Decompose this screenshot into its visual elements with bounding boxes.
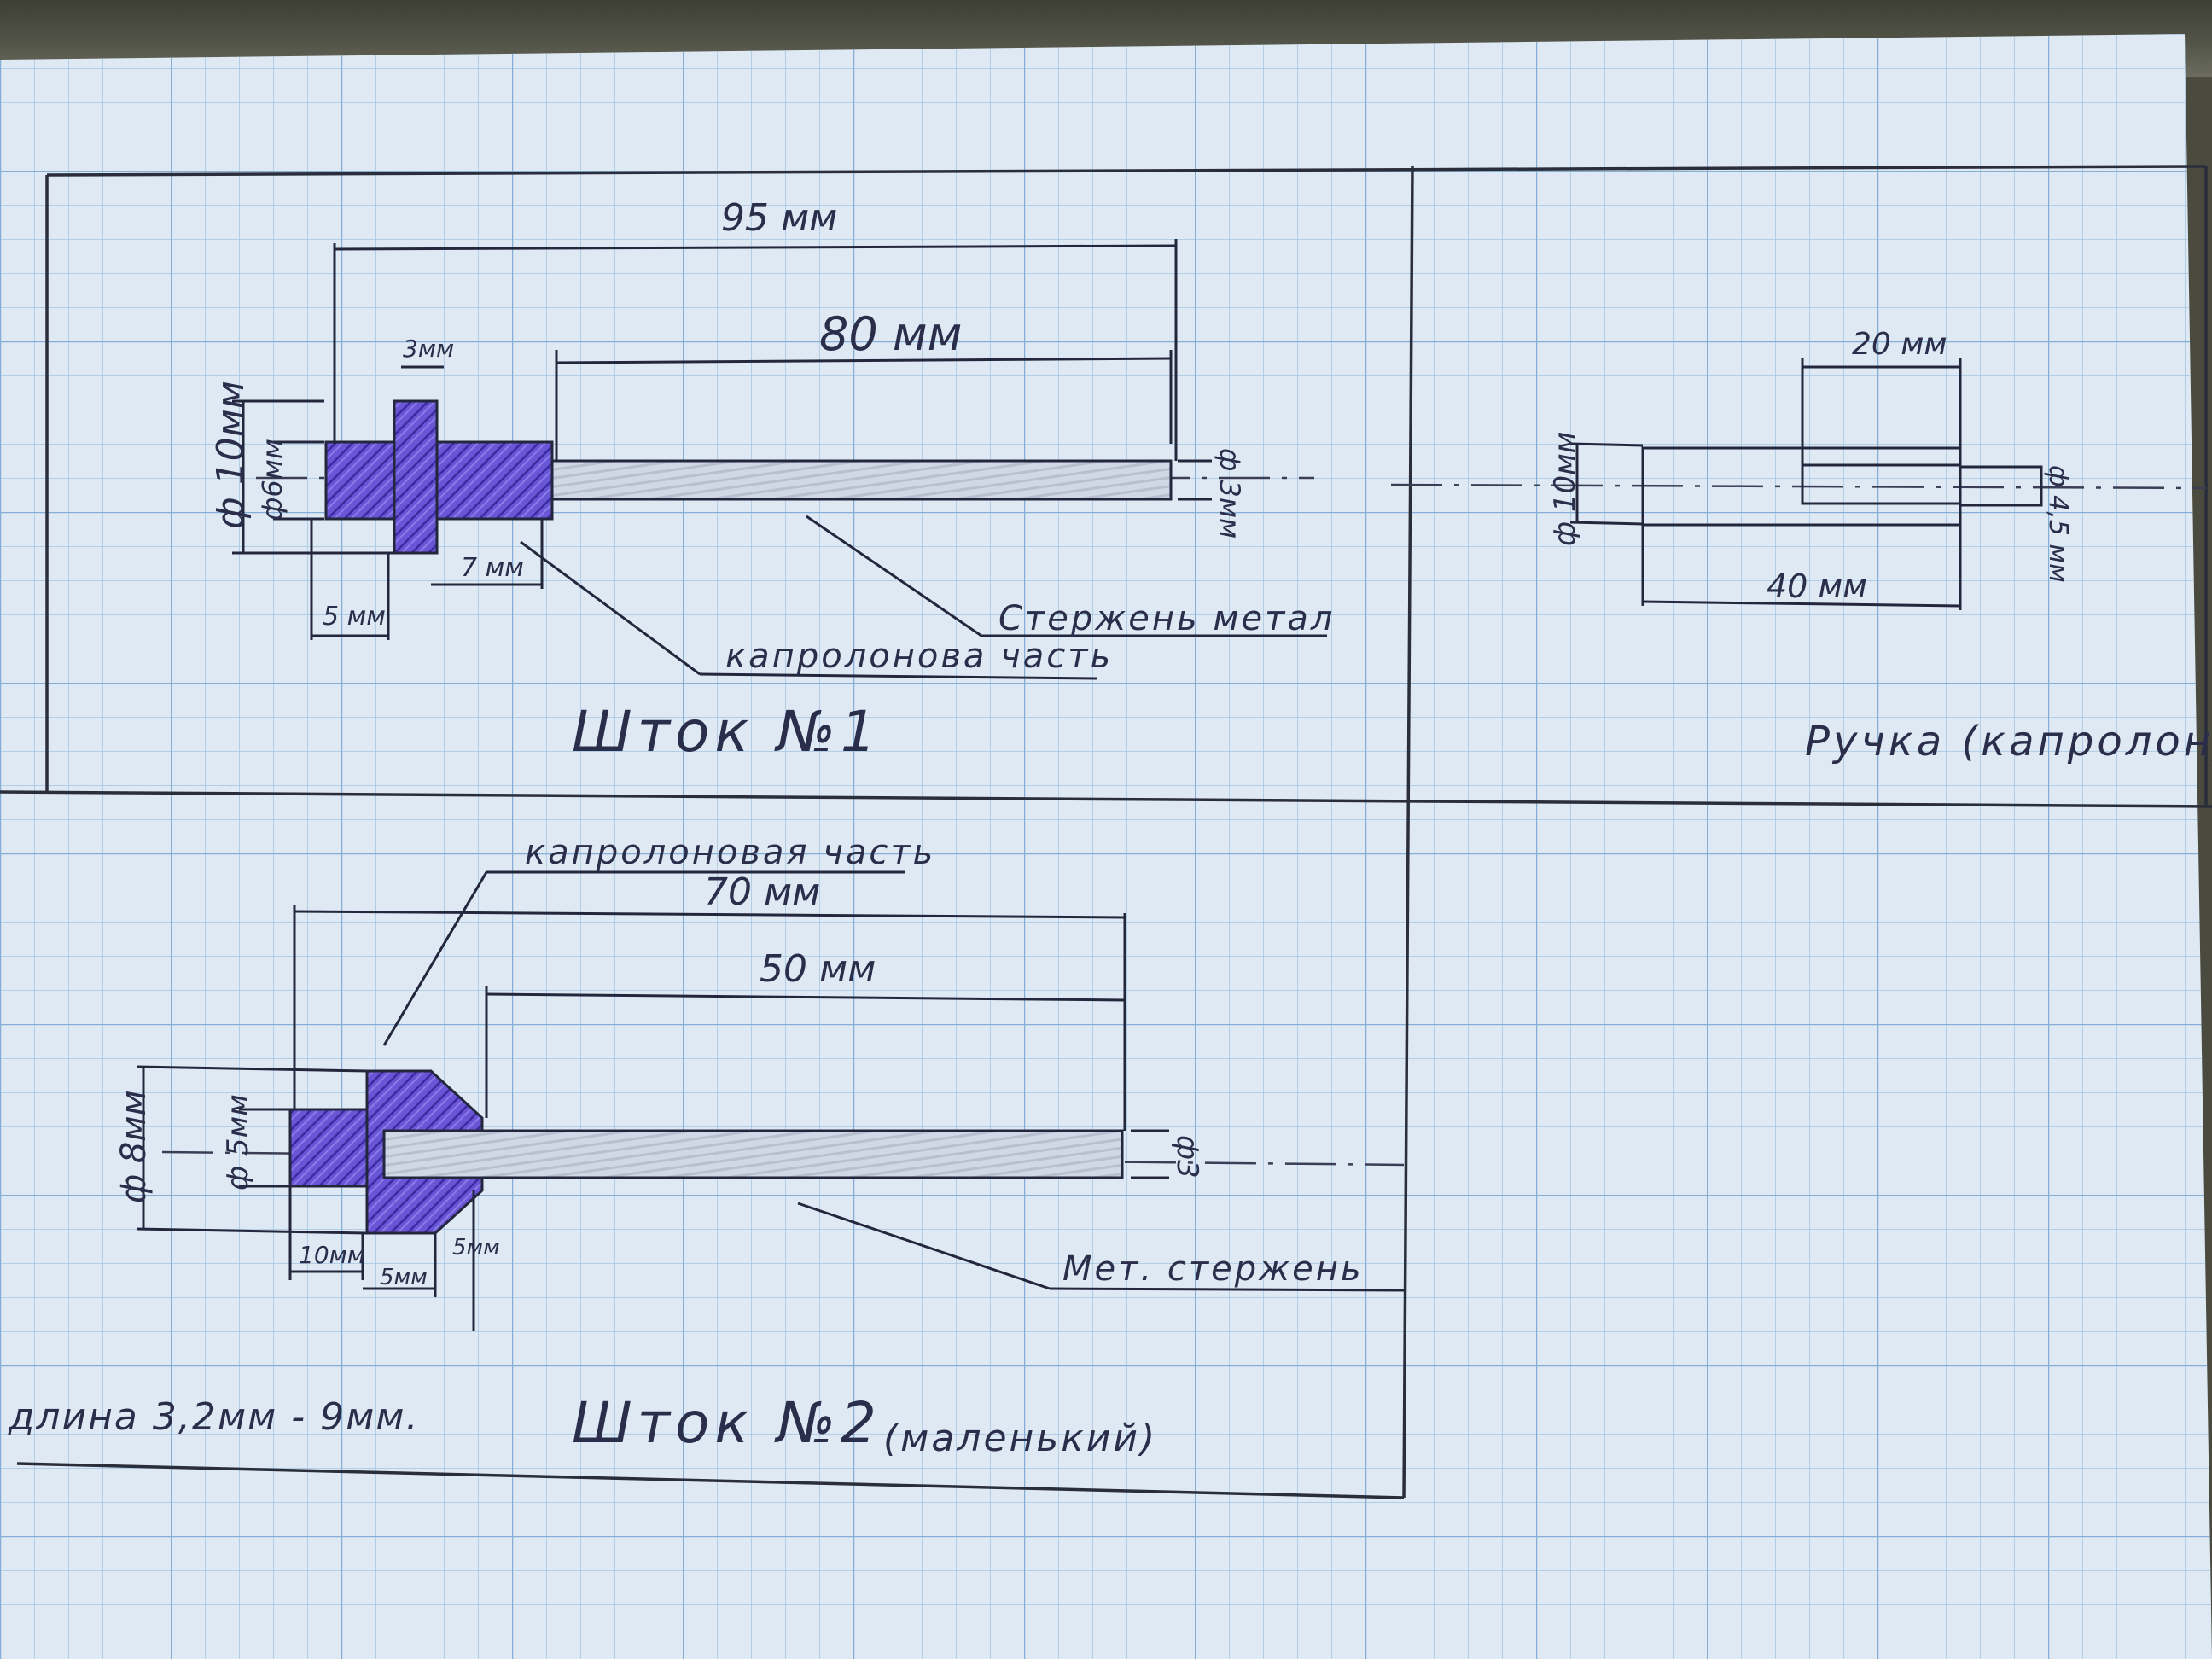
handle-title: Ручка (капролон) xyxy=(1805,718,2212,765)
part2-drawing: 70 мм 50 мм капролоновая часть ф 8мм ф 5… xyxy=(114,833,1405,1460)
part1-dia-rod: ф 3мм xyxy=(1214,448,1246,538)
part2-subtitle: (маленький) xyxy=(883,1417,1157,1460)
part1-metal-rod xyxy=(550,459,1173,501)
part1-nylon-sleeve xyxy=(435,440,554,521)
part2-title: Шток №2 xyxy=(572,1390,882,1456)
part2-dia-inner: ф 5мм xyxy=(221,1094,255,1190)
part2-dia-rod: ф3 xyxy=(1170,1135,1204,1179)
part2-dim-rod: 50 мм xyxy=(760,947,876,991)
handle-dim-total: 40 мм xyxy=(1767,568,1867,605)
part1-nylon-collar xyxy=(393,399,439,555)
part2-dim-left: 10мм xyxy=(299,1241,365,1269)
drawing-frames xyxy=(0,165,2212,1499)
handle-drawing: 20 мм 40 мм ф 10мм ф 4,5 мм Ручка (капро… xyxy=(1390,327,2212,765)
part1-dia-outer: ф 10мм xyxy=(209,381,253,529)
part2-metal-rod xyxy=(382,1129,1124,1179)
part1-dim-total: 95 мм xyxy=(721,196,837,240)
part2-nylon-left xyxy=(288,1108,369,1188)
handle-dia-bore: ф 4,5 мм xyxy=(2043,465,2073,583)
part2-dim-total: 70 мм xyxy=(704,870,820,914)
length-note: длина 3,2мм - 9мм. xyxy=(8,1395,419,1439)
part1-dim-rod: 80 мм xyxy=(819,307,962,361)
part2-label-metal: Мет. стержень xyxy=(1062,1249,1364,1289)
part1-dim-left: 5 мм xyxy=(323,602,386,632)
part1-nylon-left xyxy=(324,440,396,521)
part1-dim-sleeve: 7 мм xyxy=(461,553,524,583)
handle-dim-bore: 20 мм xyxy=(1852,327,1947,362)
part1-drawing: 95 мм 80 мм 3мм ф 10мм ф6мм ф 3мм 5 мм 7… xyxy=(209,196,1335,765)
part2-dim-mid: 5мм xyxy=(380,1265,428,1290)
part1-label-metal: Стержень метал xyxy=(998,599,1335,638)
part2-label-nylon: капролоновая часть xyxy=(525,833,935,872)
part1-dia-inner: ф6мм xyxy=(256,439,288,521)
part2-dim-cone: 5мм xyxy=(452,1235,500,1260)
handle-dia-outer: ф 10мм xyxy=(1548,432,1582,546)
part1-label-nylon: капролонова часть xyxy=(725,637,1113,676)
part1-dim-collar: 3мм xyxy=(403,335,454,363)
part1-title: Шток №1 xyxy=(572,699,882,765)
part2-dia-outer: ф 8мм xyxy=(114,1090,154,1203)
